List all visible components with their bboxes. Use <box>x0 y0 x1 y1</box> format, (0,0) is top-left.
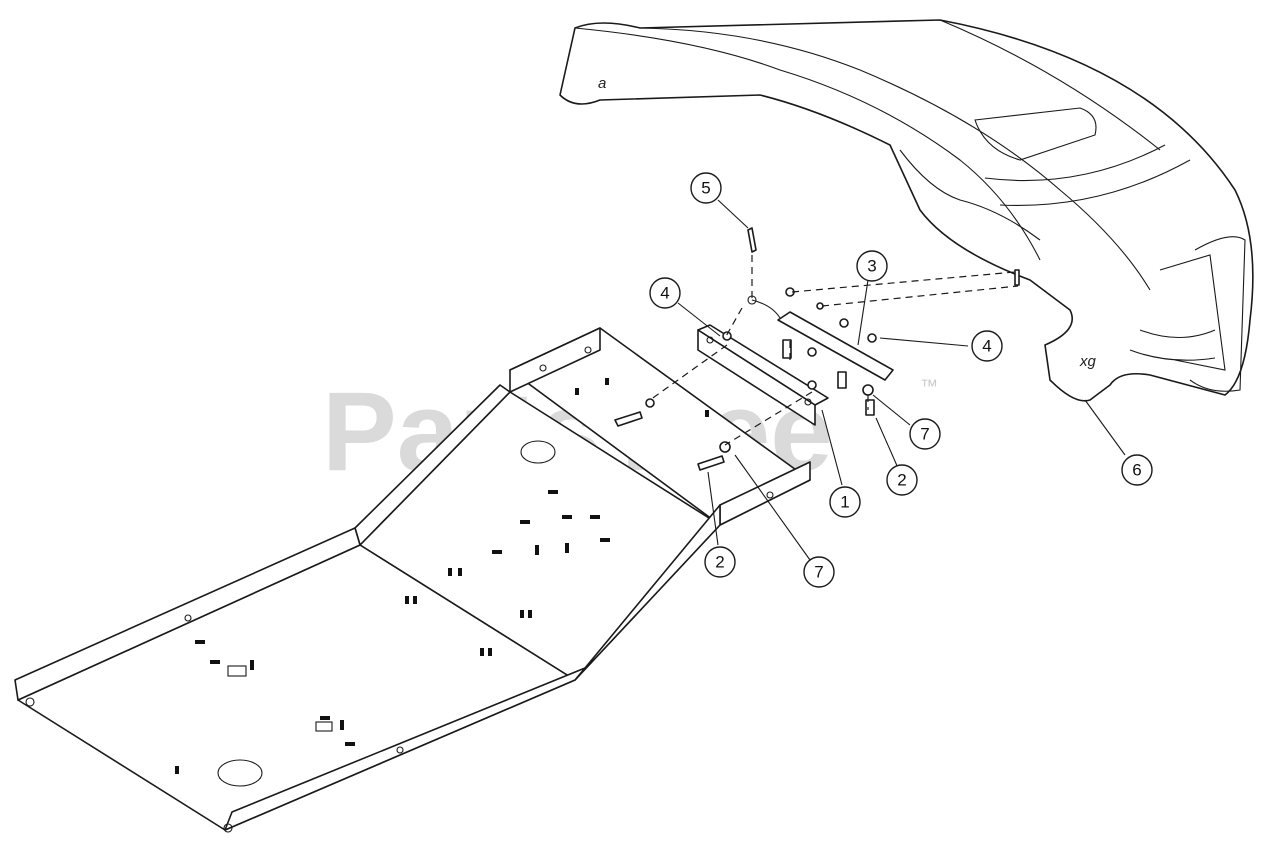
callout-1: 1 <box>829 486 861 518</box>
svg-text:3: 3 <box>867 257 876 276</box>
svg-text:7: 7 <box>920 425 929 444</box>
callout-4-left: 4 <box>649 277 681 309</box>
hinge-bar <box>747 295 894 381</box>
callout-2-right: 2 <box>886 464 918 496</box>
svg-text:2: 2 <box>715 553 724 572</box>
watermark-trademark: ™ <box>920 376 938 396</box>
callout-7-bottom: 7 <box>803 556 835 588</box>
hood-mark-left: a <box>598 75 606 92</box>
svg-text:2: 2 <box>897 471 906 490</box>
svg-text:7: 7 <box>814 563 823 582</box>
leader-lines <box>677 199 1126 561</box>
svg-text:4: 4 <box>982 337 991 356</box>
callout-2-bracket: 2 <box>704 546 736 578</box>
callout-3: 3 <box>856 250 888 282</box>
mounting-bracket <box>697 324 829 426</box>
callout-4-right: 4 <box>971 330 1003 362</box>
callout-6: 6 <box>1121 454 1153 486</box>
hood-mark-right: xg <box>1079 353 1097 370</box>
hood: a xg <box>559 19 1254 402</box>
floor-pan <box>14 327 811 833</box>
svg-text:1: 1 <box>840 493 849 512</box>
callout-7-right: 7 <box>909 418 941 450</box>
svg-text:5: 5 <box>701 179 710 198</box>
svg-text:4: 4 <box>660 284 669 303</box>
callout-5: 5 <box>690 172 722 204</box>
svg-text:6: 6 <box>1132 461 1141 480</box>
assembly-lines <box>649 255 1019 446</box>
